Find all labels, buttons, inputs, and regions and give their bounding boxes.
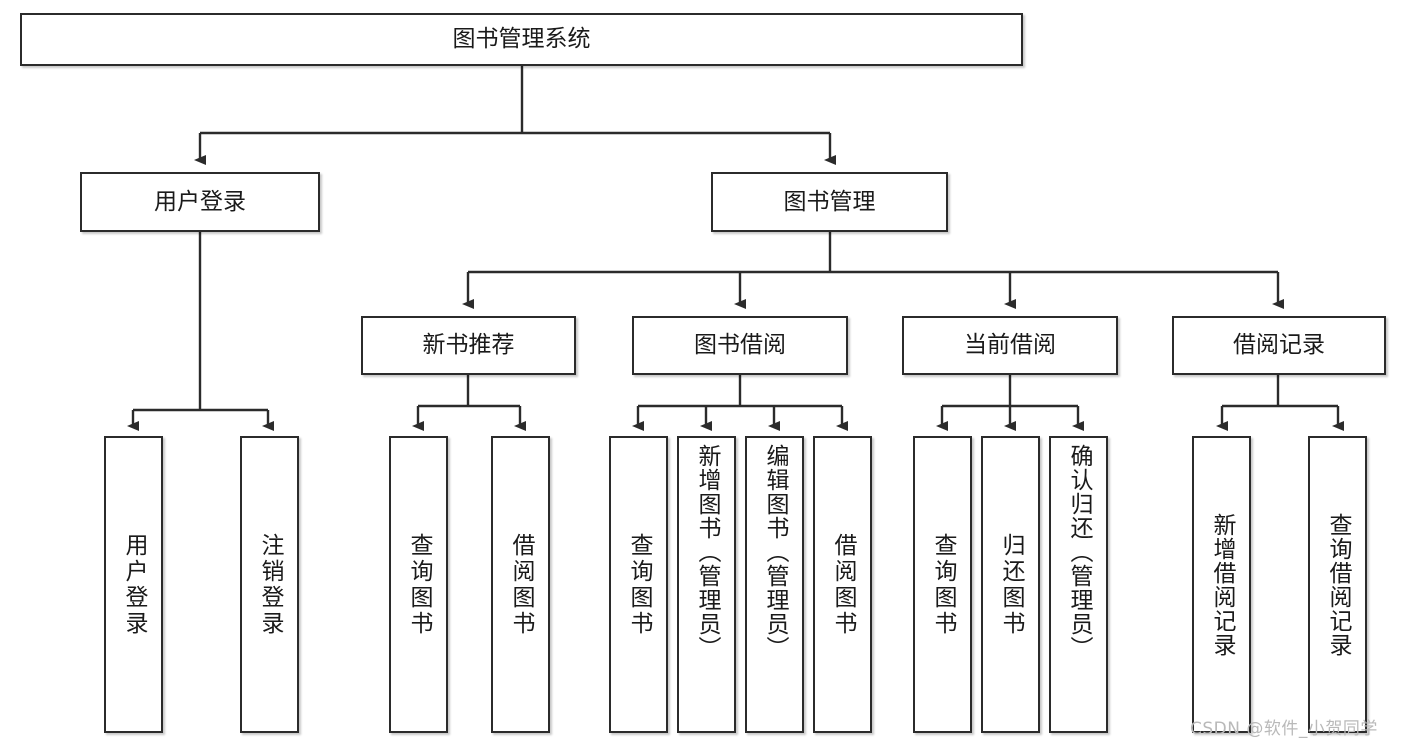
node-leaf-confirm-return[interactable]: 确认归还（管理员） [1049,436,1108,733]
node-leaf-query-book-1[interactable]: 查询图书 [389,436,448,733]
node-new-book-rec-label: 新书推荐 [422,332,515,359]
node-leaf-add-book[interactable]: 新增图书（管理员） [677,436,736,733]
csdn-watermark: CSDN @软件_小贺同学 [1190,719,1378,739]
node-leaf-borrow-book-2-label: 借阅图书 [830,532,856,637]
node-leaf-add-record-label: 新增借阅记录 [1209,512,1235,657]
node-leaf-return-book-label: 归还图书 [998,532,1024,637]
node-leaf-return-book[interactable]: 归还图书 [981,436,1040,733]
node-leaf-query-book-3[interactable]: 查询图书 [913,436,972,733]
node-current-borrow[interactable]: 当前借阅 [902,316,1118,375]
node-borrow-record[interactable]: 借阅记录 [1172,316,1386,375]
node-leaf-query-record-label: 查询借阅记录 [1325,512,1351,657]
node-leaf-borrow-book-1-label: 借阅图书 [508,532,534,637]
node-root-label: 图书管理系统 [452,26,591,53]
node-leaf-add-record[interactable]: 新增借阅记录 [1192,436,1251,733]
node-leaf-borrow-book-2[interactable]: 借阅图书 [813,436,872,733]
node-leaf-confirm-return-label: 确认归还（管理员） [1066,444,1092,660]
node-leaf-query-record[interactable]: 查询借阅记录 [1308,436,1367,733]
node-leaf-add-book-label: 新增图书（管理员） [694,444,720,660]
node-book-borrow[interactable]: 图书借阅 [632,316,848,375]
node-book-manage[interactable]: 图书管理 [711,172,948,232]
node-leaf-user-login-label: 用户登录 [121,532,147,637]
node-leaf-query-book-1-label: 查询图书 [406,532,432,637]
node-user-login[interactable]: 用户登录 [80,172,320,232]
node-leaf-query-book-2[interactable]: 查询图书 [609,436,668,733]
node-new-book-rec[interactable]: 新书推荐 [361,316,576,375]
node-leaf-logout[interactable]: 注销登录 [240,436,299,733]
node-leaf-edit-book[interactable]: 编辑图书（管理员） [745,436,804,733]
node-leaf-edit-book-label: 编辑图书（管理员） [762,444,788,660]
node-book-manage-label: 图书管理 [783,188,876,215]
node-book-borrow-label: 图书借阅 [694,332,786,359]
node-user-login-label: 用户登录 [154,188,246,215]
node-borrow-record-label: 借阅记录 [1233,332,1325,359]
node-leaf-query-book-3-label: 查询图书 [930,532,956,637]
node-leaf-logout-label: 注销登录 [257,532,283,637]
node-current-borrow-label: 当前借阅 [964,332,1056,359]
node-leaf-query-book-2-label: 查询图书 [626,532,652,637]
node-leaf-user-login[interactable]: 用户登录 [104,436,163,733]
node-root[interactable]: 图书管理系统 [20,13,1023,66]
node-leaf-borrow-book-1[interactable]: 借阅图书 [491,436,550,733]
